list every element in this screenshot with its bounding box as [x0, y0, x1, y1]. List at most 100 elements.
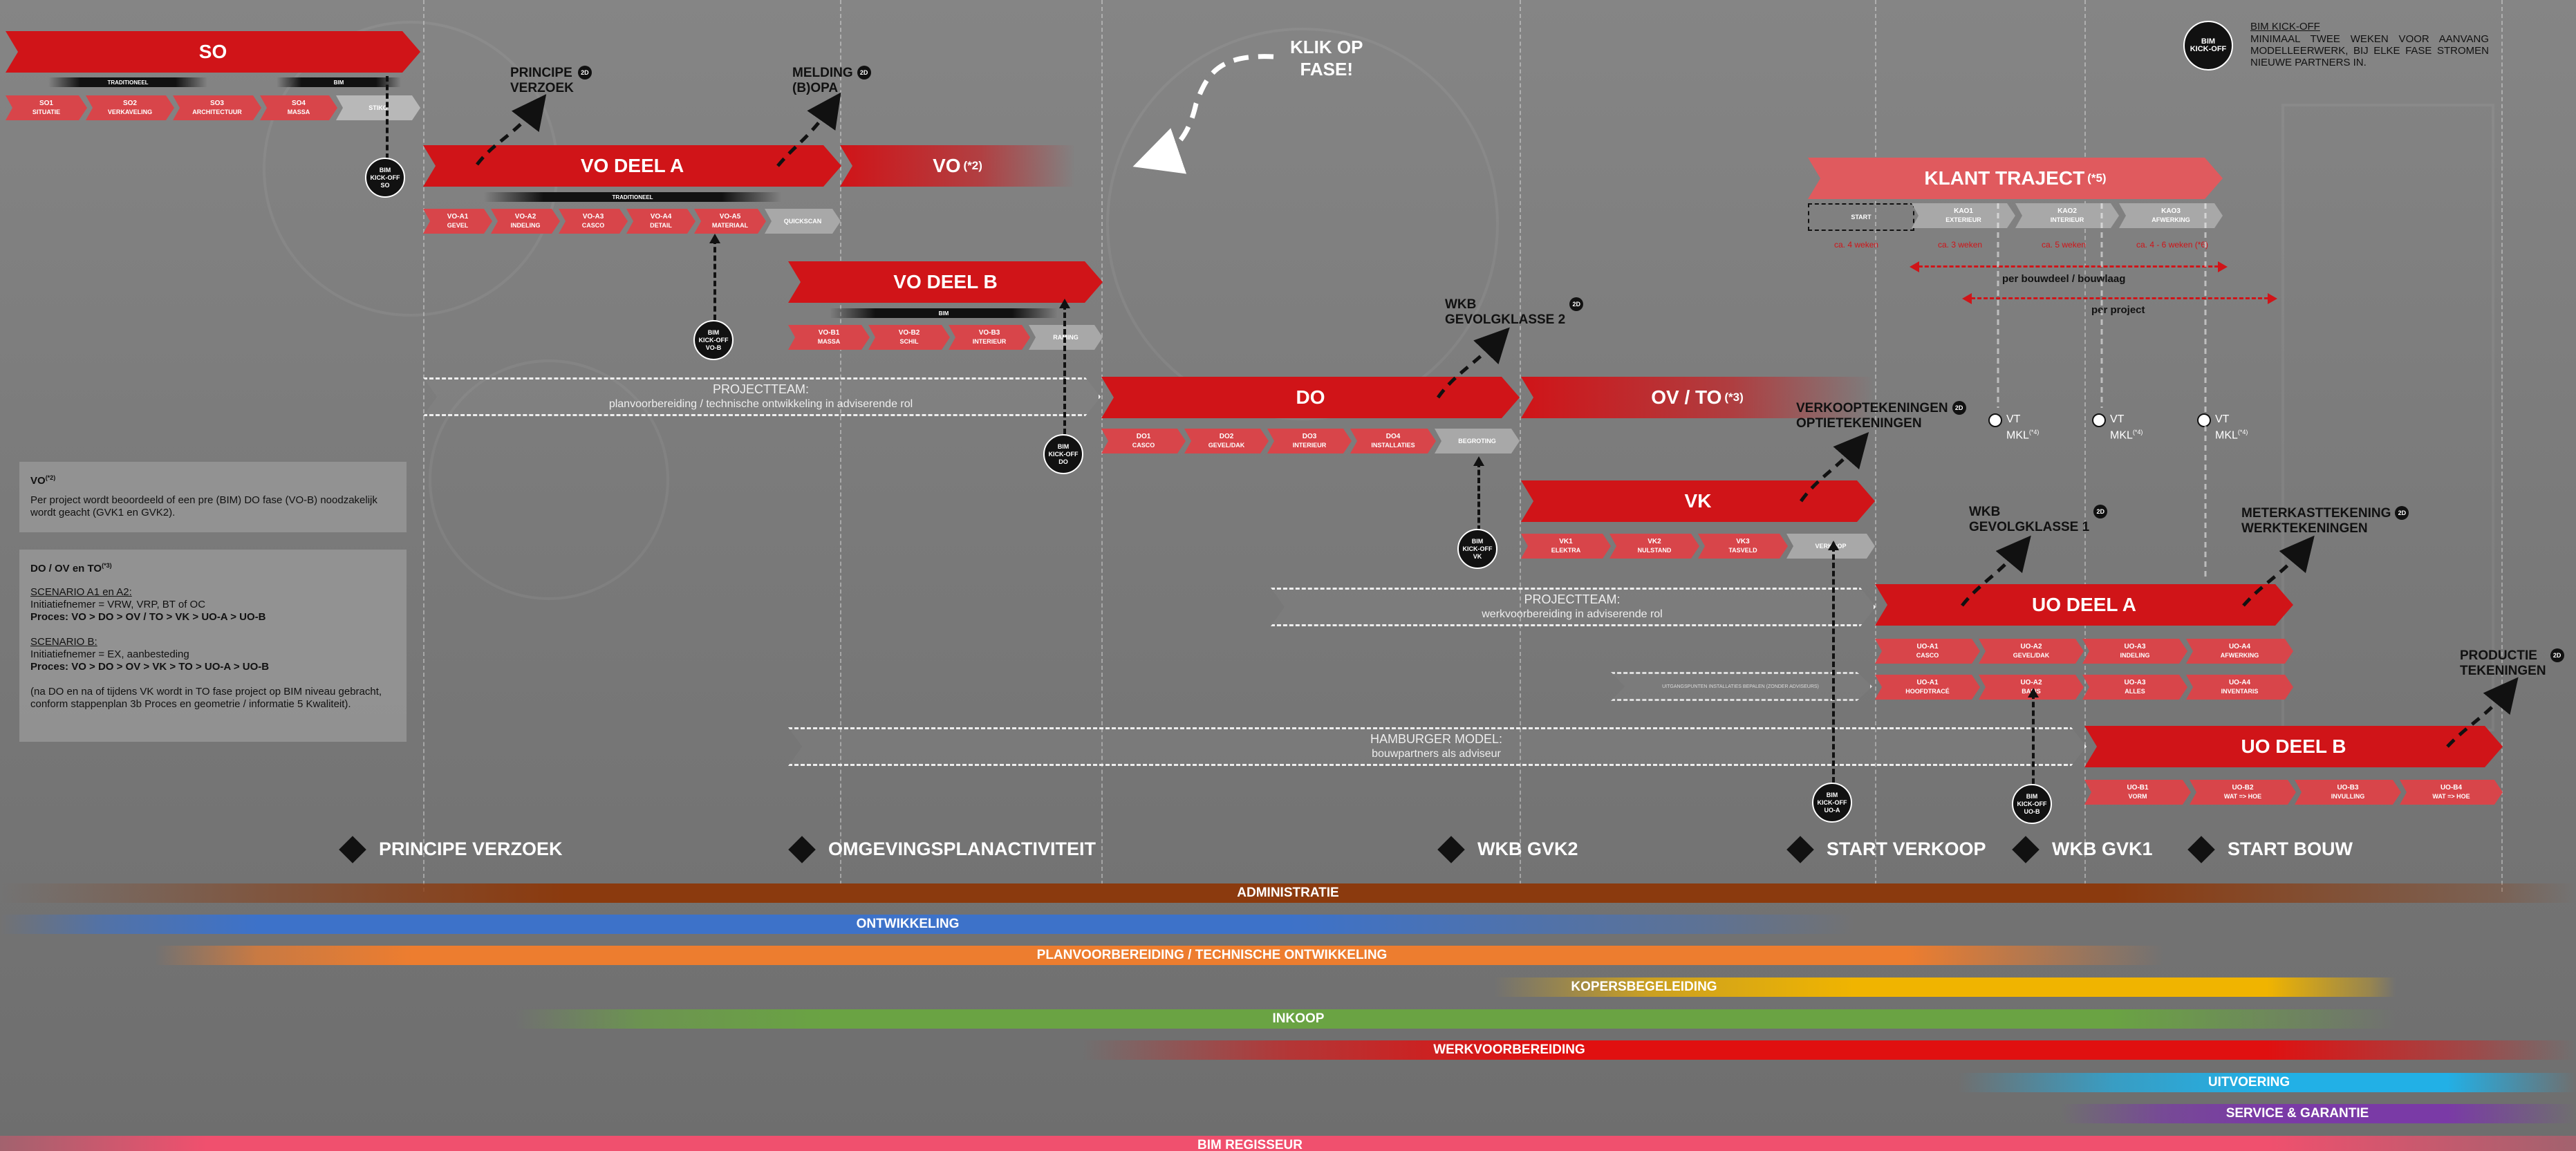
phase-ovto-footnote: (*3)	[1724, 391, 1744, 404]
band-ontwikkeling[interactable]: ONTWIKKELING	[0, 915, 2576, 934]
step-code: UO-A4	[2228, 679, 2251, 686]
bim-kickoff-do[interactable]: BIM KICK-OFF DO	[1043, 434, 1083, 474]
bim-kickoff-uo-a[interactable]: BIM KICK-OFF UO-A	[1812, 783, 1852, 823]
step-code: UO-A4	[2228, 643, 2251, 651]
2d-badge: 2D	[2550, 648, 2564, 662]
span-per-project	[1962, 293, 2277, 304]
phase-uo-deel-b[interactable]: UO DEEL B	[2084, 726, 2503, 767]
milestone-start-verkoop: START VERKOOP	[1786, 835, 1986, 863]
step-code: VK1	[1559, 538, 1573, 545]
vt-label: VT MKL(*4)	[2006, 413, 2040, 442]
2d-badge: 2D	[1952, 401, 1966, 415]
phase-uo-deel-a[interactable]: UO DEEL A	[1875, 584, 2293, 626]
step-name: SITUATIE	[32, 109, 61, 115]
milestone-diamond-icon	[2012, 835, 2040, 863]
ribbon-bim: BIM	[277, 77, 401, 87]
phase-divider	[1101, 0, 1103, 892]
milestone-diamond-icon	[1437, 835, 1465, 863]
step-code: SO4	[291, 100, 306, 107]
phase-so[interactable]: SO	[6, 31, 420, 73]
step-name: DETAIL	[650, 222, 672, 229]
step-begroting[interactable]: BEGROTING	[1435, 429, 1520, 453]
band-bim-regisseur[interactable]: BIM REGISSEUR	[0, 1136, 2576, 1151]
bim-kickoff-vk[interactable]: BIM KICK-OFF VK	[1457, 529, 1497, 569]
vt-mkl-marker[interactable]: VT MKL(*4)	[2197, 413, 2248, 442]
band-werkvoorbereiding[interactable]: WERKVOORBEREIDING	[0, 1040, 2576, 1060]
band-planvoorbereiding[interactable]: PLANVOORBEREIDING / TECHNISCHE ONTWIKKEL…	[0, 946, 2576, 965]
bim-kickoff-vo-b[interactable]: BIM KICK-OFF VO-B	[693, 320, 734, 360]
milestone-start-bouw: START BOUW	[2187, 835, 2353, 863]
phase-do[interactable]: DO	[1101, 377, 1520, 418]
step-name: GEVEL/DAK	[2013, 652, 2050, 659]
step-code: VO-B2	[898, 329, 920, 337]
step-quickscan[interactable]: QUICKSCAN	[765, 209, 841, 234]
annotation-meterkasttekening: METERKASTTEKENING WERKTEKENINGEN2D	[2241, 506, 2409, 536]
annotation-melding-bopa: MELDING (B)OPA2D	[792, 66, 871, 96]
milestone-diamond-icon	[788, 835, 816, 863]
ribbon-label: BIM	[938, 310, 949, 317]
band-inkoop[interactable]: INKOOP	[0, 1009, 2576, 1029]
phase-vo[interactable]: VO(*2)	[840, 145, 1075, 187]
phase-vk[interactable]: VK	[1521, 480, 1875, 522]
step-name: INTERIEUR	[2050, 216, 2084, 223]
band-label: UITVOERING	[2208, 1075, 2290, 1089]
phase-ov-to[interactable]: OV / TO(*3)	[1521, 377, 1874, 418]
step-start[interactable]: START	[1808, 203, 1914, 231]
vt-mkl-marker[interactable]: VT MKL(*4)	[2092, 413, 2143, 442]
phase-vo-deel-b[interactable]: VO DEEL B	[788, 261, 1103, 303]
phase-vo-deel-a[interactable]: VO DEEL A	[423, 145, 841, 187]
band-service-garantie[interactable]: SERVICE & GARANTIE	[0, 1104, 2576, 1123]
band-label: KOPERSBEGELEIDING	[1571, 980, 1717, 994]
step-code: VO-A3	[582, 213, 604, 221]
phase-klant-traject[interactable]: KLANT TRAJECT(*5)	[1808, 158, 2223, 199]
band-administratie[interactable]: ADMINISTRATIE	[0, 883, 2576, 903]
phase-ovto-label: OV / TO	[1651, 386, 1722, 408]
band-label: INKOOP	[1272, 1011, 1325, 1026]
bim-kickoff-uo-b[interactable]: BIM KICK-OFF UO-B	[2012, 784, 2052, 824]
vt-mkl-marker[interactable]: VT MKL(*4)	[1988, 413, 2039, 442]
bim-kickoff-so[interactable]: BIM KICK-OFF SO	[365, 158, 405, 198]
vt-dot	[2092, 413, 2106, 427]
step-name: WAT => HOE	[2223, 793, 2262, 800]
step-name: MASSA	[817, 338, 841, 345]
step-name: CASCO	[1132, 442, 1155, 449]
band-kopersbegeleiding[interactable]: KOPERSBEGELEIDING	[0, 977, 2576, 997]
step-code: UO-B3	[2337, 784, 2359, 792]
step-stiko[interactable]: STIKO	[336, 95, 420, 120]
step-name: INTERIEUR	[972, 338, 1007, 345]
band-uitvoering[interactable]: UITVOERING	[0, 1073, 2576, 1092]
